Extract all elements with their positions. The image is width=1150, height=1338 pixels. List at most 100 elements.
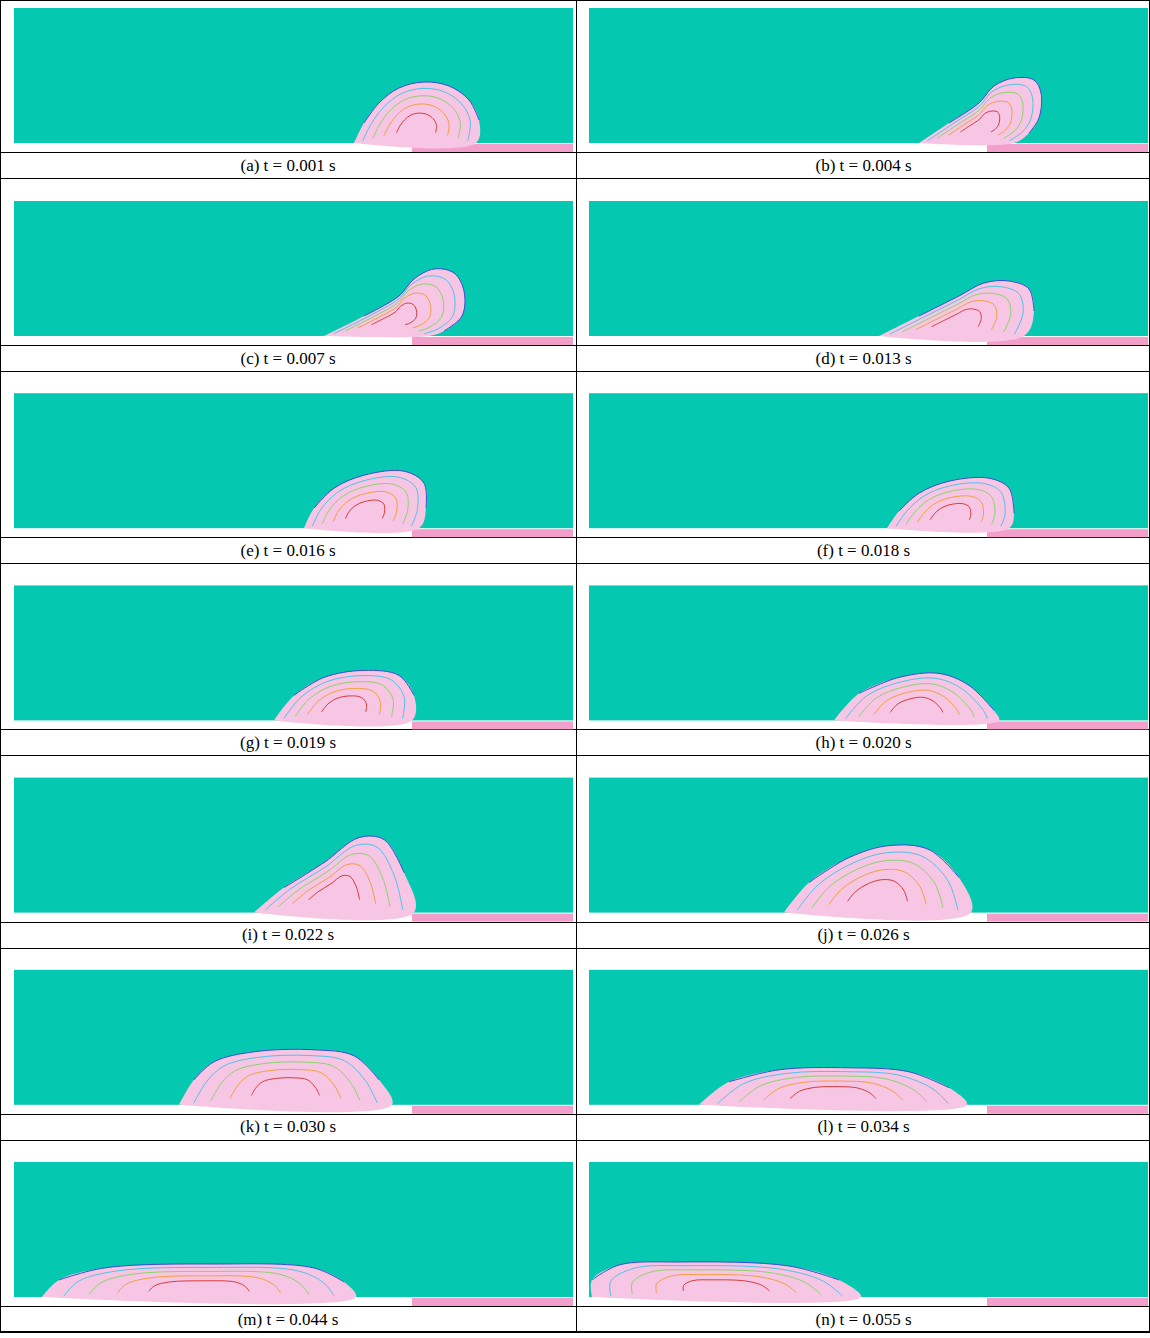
contour-line [899, 477, 1014, 513]
contour-line [937, 92, 1023, 138]
contour-line [149, 1281, 249, 1292]
contour-line [846, 678, 988, 719]
contour-line [363, 88, 471, 141]
contour-line [610, 1266, 842, 1296]
contour-line [397, 113, 437, 133]
heated-plate [987, 721, 1148, 729]
contour-line [89, 1271, 309, 1294]
heated-plate [987, 529, 1148, 537]
contour-line [902, 293, 1011, 332]
simulation-panel [589, 970, 1148, 1114]
contour-line [358, 293, 431, 328]
contour-line [829, 869, 926, 904]
droplet [879, 280, 1034, 342]
contour-line [322, 483, 408, 523]
panel-caption: (b) t = 0.004 s [816, 157, 912, 174]
panel-caption: (m) t = 0.044 s [238, 1311, 339, 1328]
contour-line [916, 301, 997, 330]
heated-plate [987, 144, 1148, 152]
simulation-panel [589, 201, 1148, 345]
panel-caption: (l) t = 0.034 s [817, 1118, 909, 1135]
fluid-domain [589, 393, 1148, 528]
heated-plate [412, 529, 573, 537]
simulation-panel [589, 585, 1148, 729]
contour-line [308, 688, 381, 714]
droplet [324, 269, 465, 338]
panel-caption: (j) t = 0.026 s [817, 926, 909, 943]
contour-line [64, 1267, 334, 1296]
panel-caption: (c) t = 0.007 s [240, 350, 335, 367]
contour-line [859, 673, 994, 711]
droplet [304, 470, 427, 533]
contour-line [928, 84, 1033, 140]
simulation-panel [14, 585, 573, 729]
contour-line [284, 836, 404, 888]
panel-caption: (a) t = 0.001 s [240, 157, 335, 174]
contour-line [896, 483, 1005, 527]
contour-line [278, 853, 390, 907]
contour-line [592, 1262, 839, 1280]
contour-line [656, 1275, 797, 1293]
contour-line [948, 101, 1012, 135]
contour-line [797, 852, 958, 910]
fluid-domain [589, 201, 1148, 336]
droplet [784, 845, 973, 921]
contour-line [308, 875, 359, 900]
simulation-panel [589, 393, 1148, 537]
contour-line [322, 696, 367, 712]
heated-plate [412, 914, 573, 922]
contour-line [683, 1280, 769, 1291]
simulation-panel [14, 393, 573, 537]
contour-line [848, 880, 908, 902]
contour-line [314, 470, 426, 508]
panel-caption: (k) t = 0.030 s [240, 1118, 336, 1135]
droplet [887, 477, 1014, 532]
panel-caption: (n) t = 0.055 s [816, 1311, 912, 1328]
contour-line [790, 1087, 876, 1099]
fluid-domain [14, 393, 573, 528]
simulation-panel [14, 201, 573, 345]
contour-line [906, 489, 995, 525]
droplet [591, 1262, 861, 1303]
panel-caption: (i) t = 0.022 s [242, 926, 334, 943]
contour-line [631, 1270, 820, 1295]
simulation-panel [14, 1162, 573, 1306]
droplet [274, 670, 416, 726]
contour-line [292, 864, 375, 904]
contour-line [117, 1276, 280, 1293]
contour-line [960, 111, 999, 132]
contour-line [313, 476, 419, 526]
contour-line [763, 1081, 902, 1100]
contour-line [295, 682, 393, 717]
panel-caption: (f) t = 0.018 s [817, 542, 910, 559]
contour-line [334, 276, 455, 334]
contour-line [194, 1049, 379, 1080]
fluid-domain [14, 201, 573, 336]
simulation-panel [14, 970, 573, 1114]
contour-line [345, 284, 444, 331]
contour-line [812, 860, 943, 907]
panel-caption: (e) t = 0.016 s [240, 542, 335, 559]
contour-line [932, 309, 982, 327]
contour-line [890, 286, 1023, 334]
contour-line [739, 1076, 927, 1102]
panel-caption: (d) t = 0.013 s [816, 350, 912, 367]
contour-line [930, 503, 971, 519]
panel-caption: (h) t = 0.020 s [816, 734, 912, 751]
contour-line [345, 500, 384, 519]
droplet [254, 836, 416, 920]
contour-line [230, 1069, 341, 1098]
heated-plate [412, 1106, 573, 1114]
droplet [699, 1068, 967, 1112]
simulation-panel [589, 1162, 1148, 1306]
heated-plate [987, 1298, 1148, 1306]
contour-line [372, 303, 417, 325]
contour-line [284, 676, 405, 719]
panel-caption: (g) t = 0.019 s [240, 734, 336, 751]
simulation-panel [589, 8, 1148, 152]
simulation-panel [14, 778, 573, 922]
contour-line [333, 491, 397, 521]
fluid-domain [589, 8, 1148, 143]
